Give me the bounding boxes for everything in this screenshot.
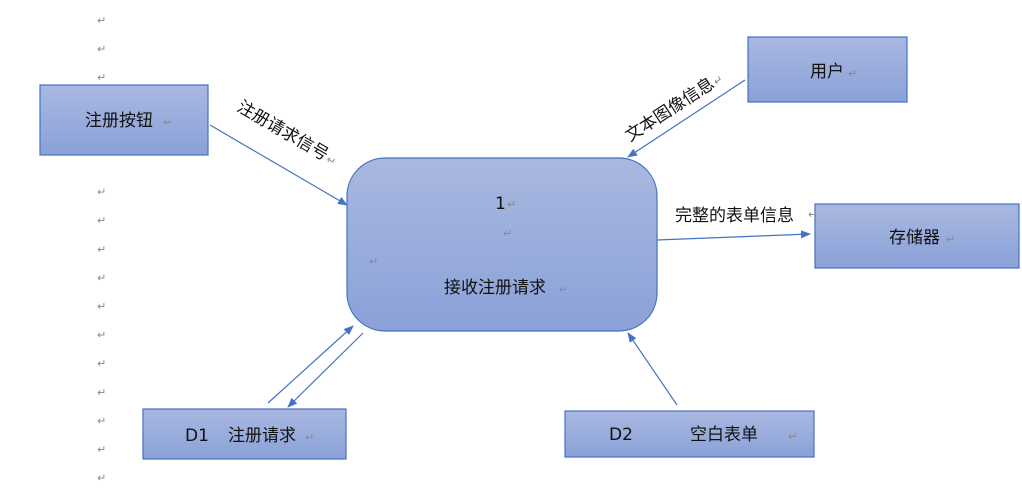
return-mark: ↵ <box>97 443 106 456</box>
entity-user: 用户 ↵ <box>747 36 908 103</box>
flow-d2-to-process-arrow <box>627 332 678 406</box>
return-mark: ↵ <box>503 227 512 240</box>
return-mark: ↵ <box>97 214 106 227</box>
return-mark: ↵ <box>97 472 106 485</box>
process-label: 接收注册请求 <box>444 278 546 298</box>
entity-label: 用户 <box>810 62 844 82</box>
datastore-id: D2 <box>609 425 633 445</box>
return-mark: ↵ <box>788 430 797 443</box>
flow-label-text-image-info: 文本图像信息 ↵ <box>622 72 726 146</box>
process-number: 1 <box>495 194 506 214</box>
return-mark: ↵ <box>97 271 106 284</box>
flow-label-text: 注册请求信号 <box>234 97 332 165</box>
return-mark: ↵ <box>97 243 106 256</box>
entity-storage: 存储器 ↵ <box>814 203 1020 269</box>
return-mark: ↵ <box>369 255 378 268</box>
datastore-id: D1 <box>185 426 209 446</box>
return-mark: ↵ <box>305 431 314 444</box>
entity-label: 存储器 <box>889 228 940 248</box>
flow-label-complete-form-info: 完整的表单信息 <box>675 206 794 226</box>
flow-register-signal-arrow <box>209 124 348 206</box>
return-mark: ↵ <box>97 43 106 56</box>
return-mark: ↵ <box>97 357 106 370</box>
flow-label-text: 文本图像信息 <box>622 74 718 146</box>
return-mark: ↵ <box>97 186 106 199</box>
datastore-d1: D1 注册请求 ↵ <box>142 408 347 460</box>
flow-complete-form-arrow <box>656 230 811 241</box>
return-mark: ↵ <box>97 71 106 84</box>
return-mark: ↵ <box>507 198 516 211</box>
return-mark: ↵ <box>97 300 106 313</box>
return-mark: ↵ <box>848 67 857 80</box>
flow-text-image-info-arrow <box>627 79 746 158</box>
process-receive-registration: 1 ↵ ↵ ↵ 接收注册请求 ↵ <box>346 157 658 332</box>
datastore-d2: D2 空白表单 ↵ <box>564 410 815 458</box>
datastore-label: 空白表单 <box>690 425 758 445</box>
return-mark: ↵ <box>97 386 106 399</box>
flow-process-to-d1-arrow <box>287 332 364 408</box>
return-mark: ↵ <box>97 14 106 27</box>
return-mark: ↵ <box>97 414 106 427</box>
left-margin-return-marks: ↵ ↵ ↵ ↵ ↵ ↵ ↵ ↵ ↵ ↵ ↵ ↵ ↵ ↵ <box>97 14 106 485</box>
return-mark: ↵ <box>559 283 568 296</box>
entity-register-button: 注册按钮 ↵ <box>39 84 209 156</box>
entity-label: 注册按钮 <box>85 111 153 131</box>
return-mark: ↵ <box>163 116 172 129</box>
flow-label-register-signal: 注册请求信号 ↵ <box>234 97 339 169</box>
flow-d1-to-process-arrow <box>267 325 354 404</box>
return-mark: ↵ <box>97 329 106 342</box>
return-mark: ↵ <box>808 208 817 221</box>
return-mark: ↵ <box>946 233 955 246</box>
datastore-label: 注册请求 <box>228 426 296 446</box>
